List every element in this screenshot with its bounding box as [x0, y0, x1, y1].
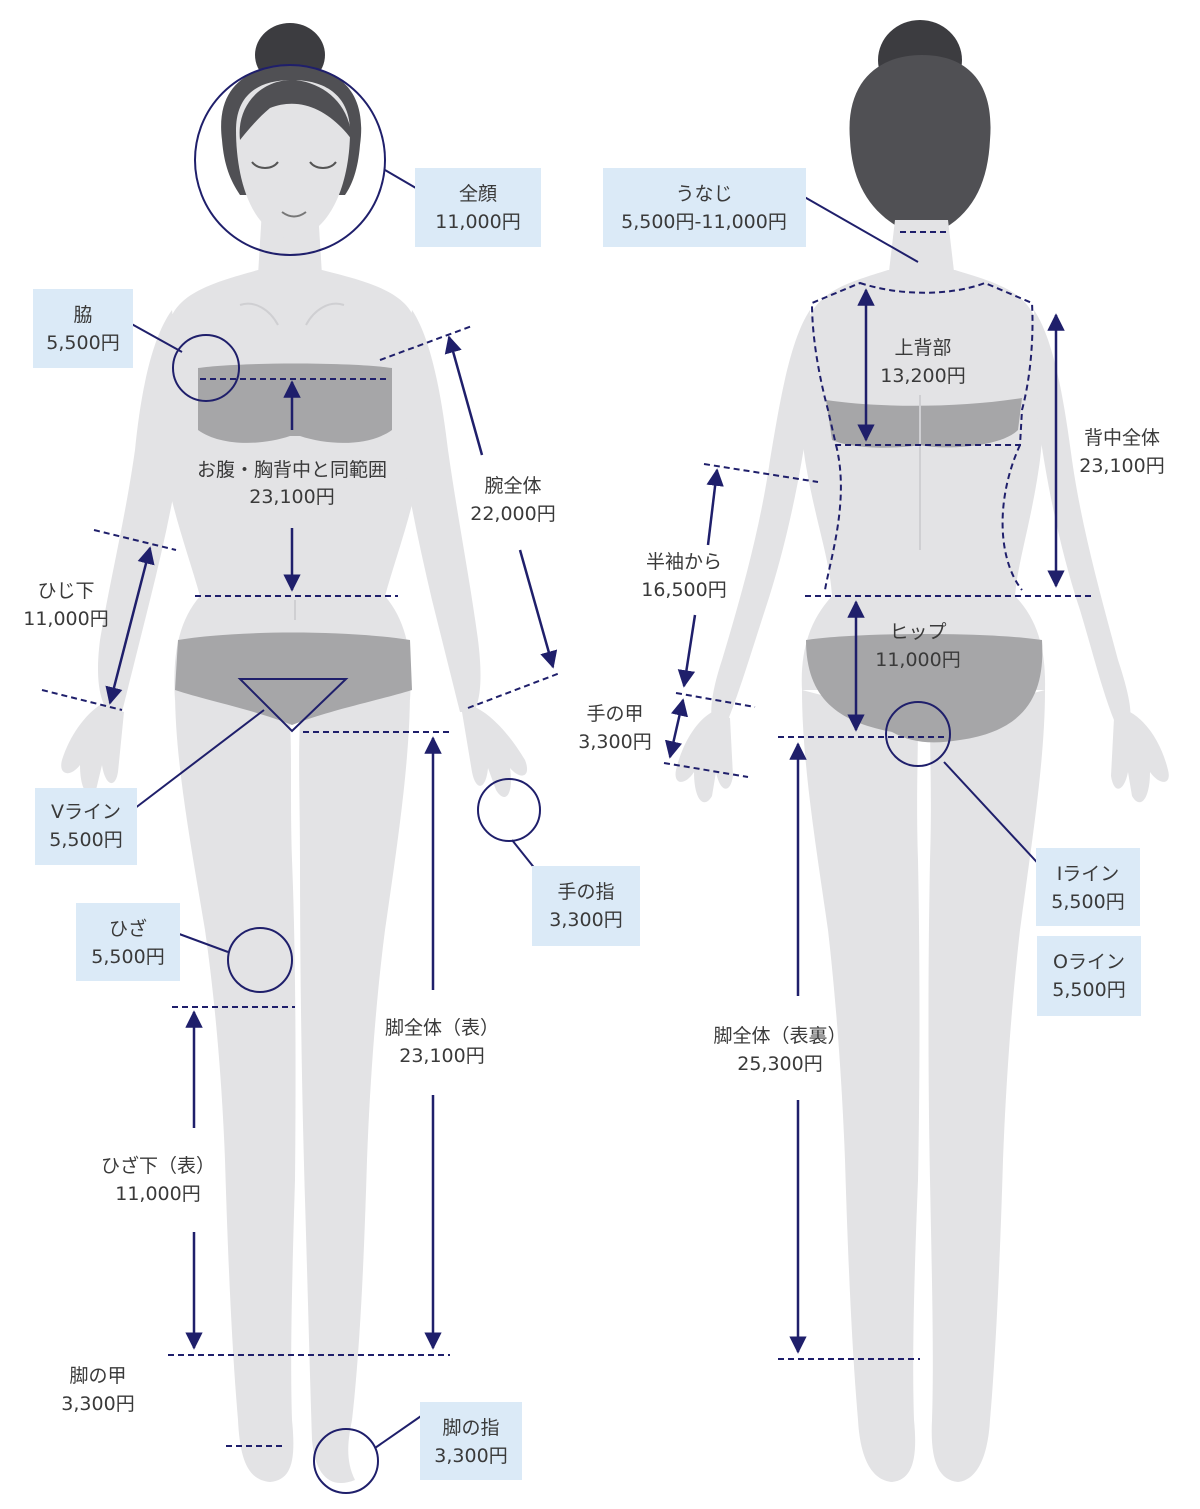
- i-line-circle: [885, 701, 951, 767]
- o-line-price: 5,500円: [1052, 979, 1125, 1001]
- o-line-name: Oライン: [1053, 951, 1125, 973]
- label-box-nape: [603, 168, 806, 247]
- below-knee-price: 11,000円: [115, 1183, 200, 1205]
- hip-price: 11,000円: [875, 649, 960, 671]
- upper-back-name: 上背部: [894, 337, 951, 359]
- label-box-toes: [420, 1402, 522, 1480]
- i-line-name: Iライン: [1057, 863, 1120, 885]
- fingers-circle: [477, 778, 541, 842]
- armpit-circle: [172, 334, 240, 402]
- face-name: 全顔: [459, 183, 497, 205]
- toes-circle: [313, 1428, 379, 1494]
- leg-full-both-name: 脚全体（表裏）: [713, 1025, 846, 1047]
- v-line-name: Vライン: [51, 801, 121, 823]
- knee-price: 5,500円: [91, 946, 164, 968]
- label-box-armpit: [33, 289, 133, 368]
- toes-price: 3,300円: [434, 1445, 507, 1467]
- front-figure: [61, 23, 528, 1484]
- arm-full-price: 22,000円: [470, 503, 555, 525]
- back-full-name: 背中全体: [1084, 427, 1160, 449]
- knee-circle: [227, 927, 293, 993]
- nape-price: 5,500円-11,000円: [621, 211, 787, 233]
- belly-chest-price: 23,100円: [249, 486, 334, 508]
- leg-full-front-price: 23,100円: [399, 1045, 484, 1067]
- back-full-price: 23,100円: [1079, 455, 1164, 477]
- hand-top-name: 手の甲: [586, 703, 643, 725]
- hand-top-price: 3,300円: [578, 731, 651, 753]
- armpit-name: 脇: [73, 304, 92, 326]
- knee-name: ひざ: [109, 917, 147, 940]
- from-sleeve-price: 16,500円: [641, 579, 726, 601]
- from-sleeve-name: 半袖から: [646, 551, 722, 573]
- below-knee-name: ひざ下（表）: [101, 1154, 215, 1177]
- face-price: 11,000円: [435, 211, 520, 233]
- below-elbow-price: 11,000円: [23, 608, 108, 630]
- fingers-price: 3,300円: [549, 909, 622, 931]
- label-box-fingers: [532, 866, 640, 946]
- label-box-o-line: [1037, 936, 1141, 1016]
- label-box-face: [415, 168, 541, 247]
- label-box-v-line: [35, 788, 137, 865]
- below-elbow-name: ひじ下: [37, 580, 94, 602]
- label-box-knee: [76, 903, 180, 981]
- v-line-triangle: [237, 678, 349, 733]
- arm-full-name: 腕全体: [484, 475, 541, 497]
- foot-top-price: 3,300円: [61, 1393, 134, 1415]
- nape-name: うなじ: [675, 183, 732, 205]
- belly-chest-name: お腹・胸背中と同範囲: [197, 459, 387, 481]
- foot-top-name: 脚の甲: [69, 1365, 126, 1387]
- toes-name: 脚の指: [442, 1417, 499, 1439]
- label-box-i-line: [1036, 848, 1140, 926]
- face-circle: [194, 64, 386, 256]
- fingers-name: 手の指: [557, 881, 614, 903]
- armpit-price: 5,500円: [46, 332, 119, 354]
- upper-back-price: 13,200円: [880, 365, 965, 387]
- i-line-price: 5,500円: [1051, 891, 1124, 913]
- leg-full-both-price: 25,300円: [737, 1053, 822, 1075]
- v-line-price: 5,500円: [49, 829, 122, 851]
- leg-full-front-name: 脚全体（表）: [385, 1017, 499, 1039]
- hip-name: ヒップ: [889, 621, 946, 643]
